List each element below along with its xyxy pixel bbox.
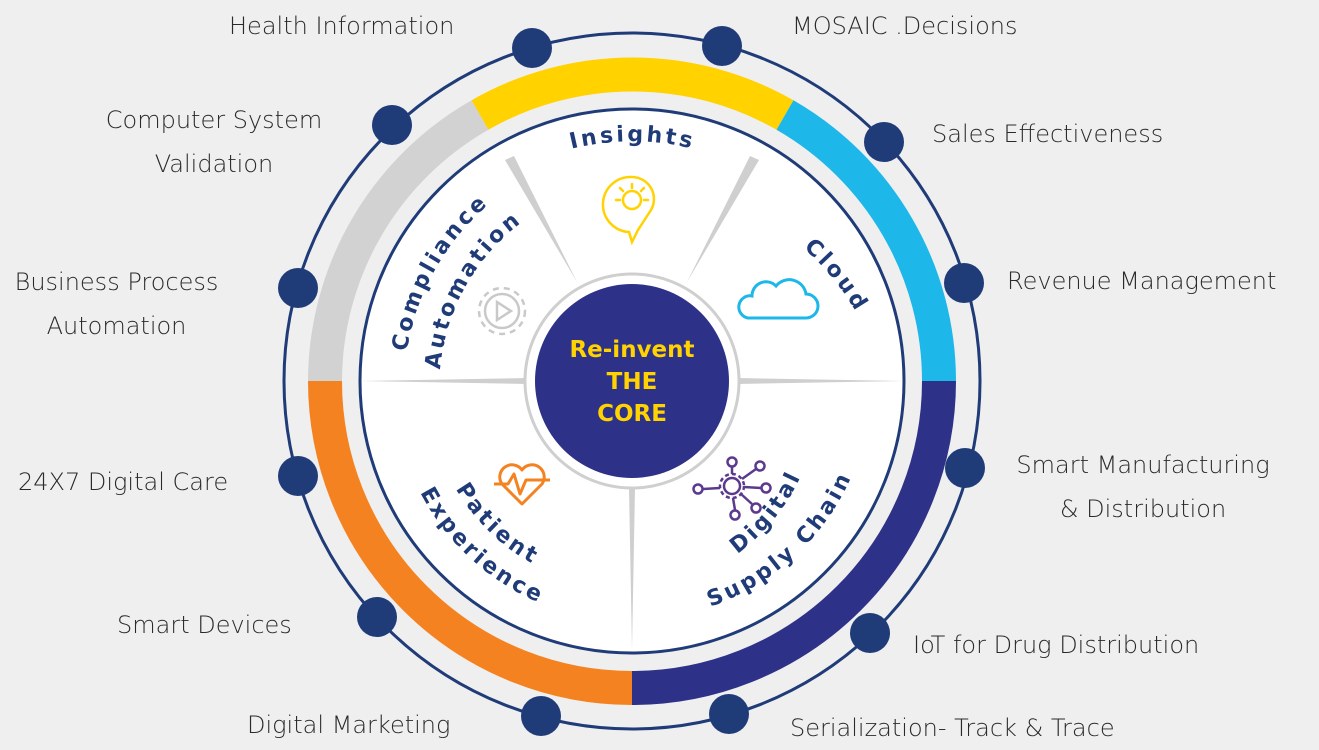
node-computer-system-validation	[372, 105, 412, 145]
node-serialization	[709, 694, 749, 734]
band-yellow	[471, 57, 794, 130]
node-revenue-management	[944, 263, 984, 303]
node-digital-care	[278, 456, 318, 496]
node-smart-manufacturing	[945, 448, 985, 488]
segment-band	[308, 57, 956, 705]
label-smart-manufacturing: Smart Manufacturing & Distribution	[1016, 451, 1270, 523]
band-gray	[308, 100, 489, 382]
label-revenue-management: Revenue Management	[1007, 267, 1277, 295]
label-sales-effectiveness: Sales Effectiveness	[932, 120, 1164, 148]
node-business-process-automation	[278, 268, 318, 308]
lightbulb-icon	[601, 175, 656, 246]
label-digital-marketing: Digital Marketing	[247, 711, 451, 739]
node-sales-effectiveness	[864, 122, 904, 162]
core-line-1: Re-invent	[569, 337, 694, 363]
label-digital-care: 24X7 Digital Care	[18, 468, 229, 496]
node-digital-marketing	[521, 696, 561, 736]
heartbeat-icon	[494, 463, 550, 506]
band-orange	[308, 380, 633, 705]
node-mosaic-decisions	[702, 26, 742, 66]
core-line-3: CORE	[597, 401, 667, 427]
label-business-process-automation: Business Process Automation	[14, 268, 219, 340]
label-serialization: Serialization- Track & Trace	[790, 714, 1115, 742]
label-smart-devices: Smart Devices	[117, 611, 292, 639]
label-iot-drug-distribution: IoT for Drug Distribution	[913, 631, 1200, 659]
node-health-information	[512, 28, 552, 68]
label-health-information: Health Information	[229, 12, 455, 40]
label-mosaic-decisions: MOSAIC .Decisions	[792, 12, 1018, 40]
core-circle	[535, 284, 729, 478]
cloud-icon	[737, 278, 820, 320]
band-indigo	[631, 380, 956, 705]
dividers	[360, 156, 904, 650]
outer-ring	[282, 31, 982, 731]
node-smart-devices	[357, 597, 397, 637]
network-gear-icon	[692, 456, 772, 521]
ring-nodes	[278, 26, 985, 736]
gear-play-icon	[477, 286, 527, 336]
band-sky	[776, 100, 956, 382]
node-iot-drug-distribution	[850, 613, 890, 653]
label-computer-system-validation: Computer System Validation	[105, 106, 323, 178]
core-line-2: THE	[607, 369, 658, 395]
